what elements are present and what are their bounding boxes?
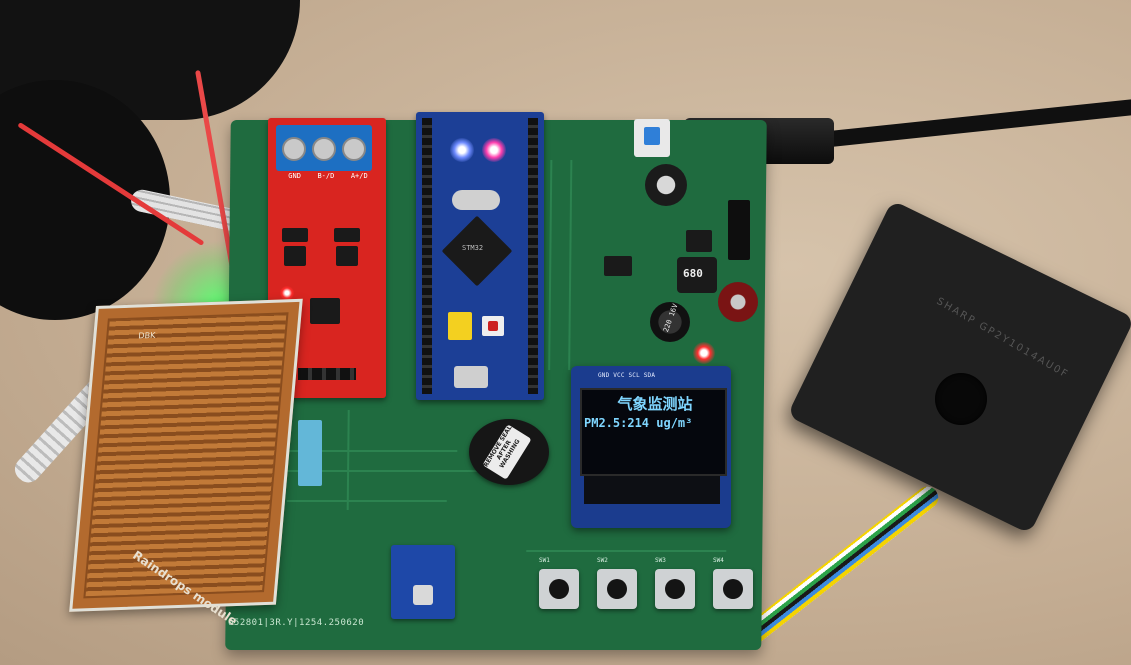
rs485-pin-a: A+/D (350, 172, 368, 180)
stm32-pins-right (528, 118, 538, 394)
rs485-chip (310, 298, 340, 324)
rs485-pin-header (298, 368, 356, 380)
button-sw3-cap (665, 579, 685, 599)
capacitor-220: 220 16V (650, 302, 690, 342)
rs485-pin-gnd: GND (288, 172, 301, 180)
reset-button[interactable] (482, 316, 504, 336)
button-sw3[interactable]: SW3 (655, 557, 695, 609)
rain-sensor-grid (83, 312, 289, 599)
crystal (452, 190, 500, 210)
button-sw2-label: SW2 (597, 557, 608, 564)
rs485-led (280, 286, 294, 300)
oled-pin-labels: GND VCC SCL SDA (598, 372, 656, 379)
button-sw1[interactable]: SW1 (539, 557, 579, 609)
humidity-sensor (298, 420, 322, 486)
boot-jumper[interactable] (448, 312, 472, 340)
stm32-board: STM32 (416, 112, 544, 400)
button-sw2[interactable]: SW2 (597, 557, 637, 609)
rain-sensor-board: DBK (69, 298, 303, 612)
button-sw2-cap (607, 579, 627, 599)
soic-chip (686, 230, 712, 252)
screw-3 (342, 137, 366, 161)
pcb-code-label: 652801|3R.Y|1254.250620 (228, 618, 365, 628)
rs485-pin-b: B-/D (317, 172, 335, 180)
power-led (693, 342, 715, 364)
dust-sensor (787, 199, 1131, 535)
rs485-resistor-1 (282, 228, 308, 242)
inductor-680: 680 (677, 257, 717, 293)
screw-1 (282, 137, 306, 161)
button-sw1-label: SW1 (539, 557, 550, 564)
power-cable (820, 97, 1131, 148)
stm32-chip-text: STM32 (462, 244, 484, 252)
button-sw3-label: SW3 (655, 557, 666, 564)
button-sw4-cap (723, 579, 743, 599)
capacitor-label: 220 16V (661, 302, 680, 334)
tact-switch-top[interactable] (634, 119, 670, 157)
dust-sensor-hole (935, 373, 987, 425)
capacitor-red (718, 282, 758, 322)
screw-terminal (276, 125, 372, 171)
inductor-label: 680 (683, 267, 703, 280)
oled-title: 气象监测站 (617, 395, 693, 413)
rs485-pin-labels: GND B-/D A+/D (280, 172, 376, 180)
stm32-pins-left (422, 118, 432, 394)
rs485-transistor-2 (336, 246, 358, 266)
red-led (482, 138, 506, 162)
rain-sensor-brand: DBK (138, 330, 156, 341)
electrolytic-capacitor (645, 164, 687, 206)
rs485-transistor-1 (284, 246, 306, 266)
regulator-chip (604, 256, 632, 276)
diode (728, 200, 750, 260)
oled-pm-reading: PM2.5:214 ug/m³ (584, 416, 693, 430)
oled-glass-edge (584, 476, 720, 504)
rs485-resistor-2 (334, 228, 360, 242)
sensor-wires (740, 482, 943, 648)
pressure-sensor-module (391, 545, 455, 619)
button-sw4-label: SW4 (713, 557, 724, 564)
usb-port[interactable] (454, 366, 488, 388)
button-sw4[interactable]: SW4 (713, 557, 753, 609)
screw-2 (312, 137, 336, 161)
oled-screen (580, 388, 727, 476)
button-sw1-cap (549, 579, 569, 599)
blue-led (450, 138, 474, 162)
